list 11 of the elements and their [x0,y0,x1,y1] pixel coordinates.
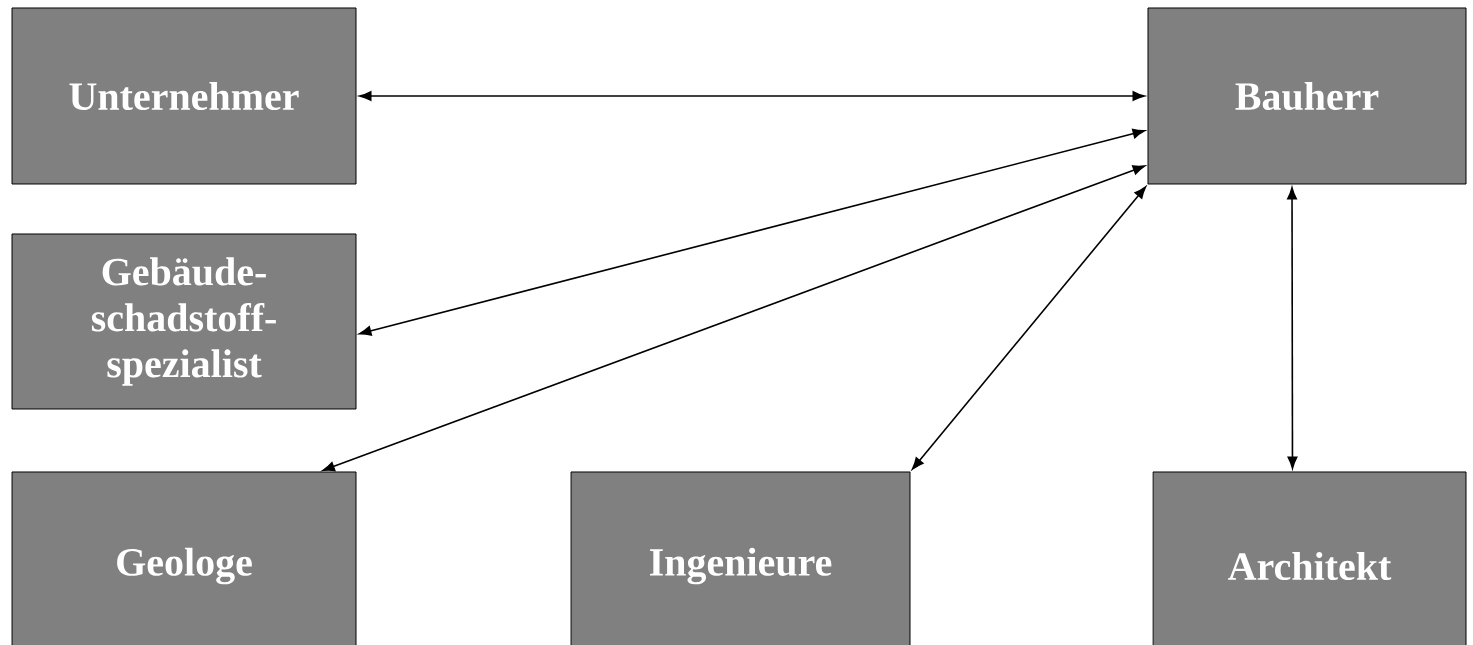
arrow [359,91,1145,101]
arrow [358,128,1146,336]
role-box: Ingenieure [570,471,911,645]
arrow [911,186,1147,470]
role-box: Geologe [11,471,357,645]
role-box: Gebäude- schadstoff- spezialist [11,233,357,410]
role-box: Bauherr [1147,7,1467,185]
arrow [322,165,1146,472]
role-box: Unternehmer [11,7,357,185]
role-box: Architekt [1152,471,1467,645]
arrow [1287,187,1298,469]
